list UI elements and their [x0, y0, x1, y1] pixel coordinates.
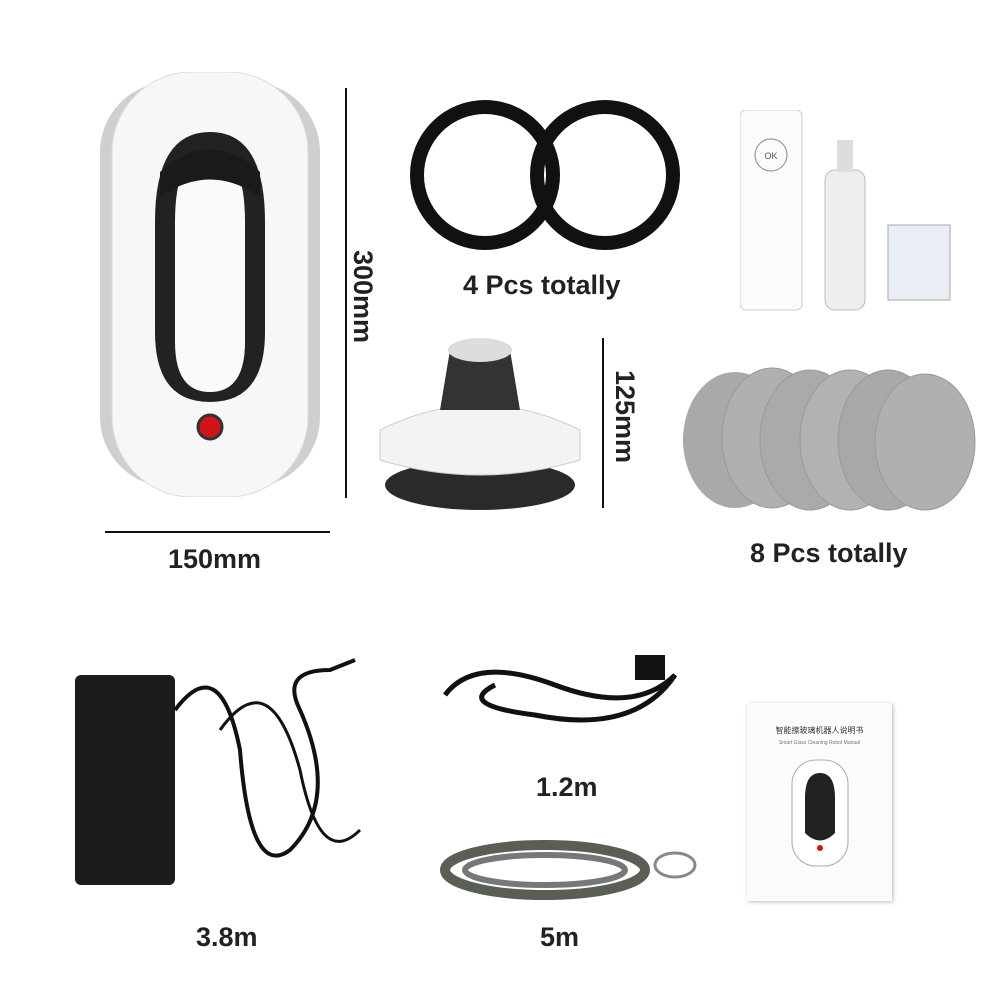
power-cord — [443, 655, 678, 723]
user-manual: 智能擦玻璃机器人说明书 Smart Glass Cleaning Robot M… — [747, 703, 892, 901]
suction-motor-unit — [379, 338, 581, 510]
accessories-remote-spray-wipe: OK — [740, 110, 951, 311]
power-cord-label: 1.2m — [536, 772, 598, 802]
cleaning-pads — [683, 367, 976, 511]
pump-height-arrow — [602, 338, 604, 508]
adapter-cable-label: 3.8m — [196, 922, 258, 952]
manual-robot-image — [791, 759, 848, 867]
width-arrow — [105, 531, 330, 533]
rubber-rings — [410, 100, 680, 250]
manual-title-en: Smart Glass Cleaning Robot Manual — [778, 740, 861, 746]
pads-count-label: 8 Pcs totally — [750, 538, 908, 568]
robot-width-label: 150mm — [168, 544, 262, 574]
manual-title-cn: 智能擦玻璃机器人说明书 — [775, 726, 864, 735]
rings-count-label: 4 Pcs totally — [463, 270, 621, 300]
window-cleaning-robot — [100, 72, 320, 497]
pump-height-label: 125mm — [610, 370, 640, 464]
safety-rope — [440, 840, 697, 900]
power-adapter — [75, 658, 362, 885]
height-arrow — [345, 88, 347, 498]
safety-rope-label: 5m — [540, 922, 580, 952]
remote-ok: OK — [764, 151, 777, 161]
